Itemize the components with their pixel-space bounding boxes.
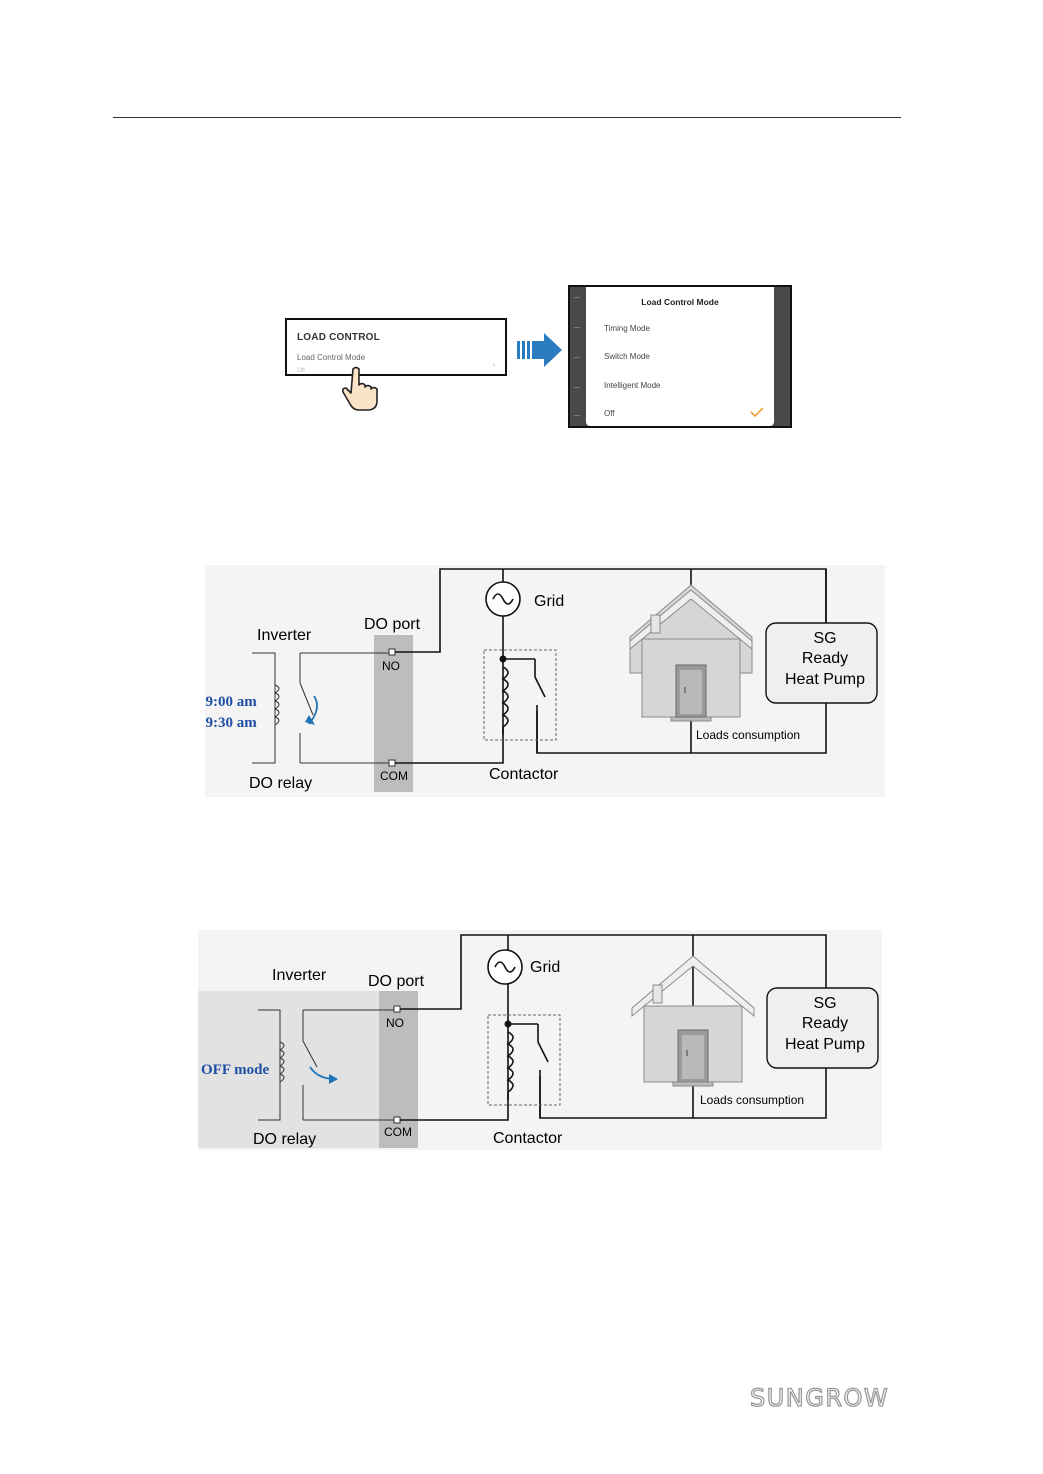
option-switch-mode[interactable]: Switch Mode — [604, 352, 650, 361]
contactor-box — [483, 649, 557, 741]
house-icon — [631, 955, 755, 1087]
heat-pump-line2: Ready — [802, 1015, 848, 1032]
option-off[interactable]: Off — [604, 409, 615, 418]
load-control-title: LOAD CONTROL — [297, 332, 380, 343]
off-mode-label: OFF mode — [201, 1062, 270, 1078]
com-terminal-label: COM — [384, 1125, 412, 1139]
do-relay-label: DO relay — [253, 1131, 316, 1148]
no-terminal-label: NO — [386, 1016, 404, 1030]
contactor-box — [487, 1014, 561, 1106]
do-port-label: DO port — [368, 973, 425, 990]
sungrow-logo: SUNGROW — [750, 1384, 889, 1412]
load-control-card: LOAD CONTROL Load Control Mode Off › — [285, 318, 507, 376]
contactor-label: Contactor — [493, 1130, 563, 1147]
option-timing-mode[interactable]: Timing Mode — [604, 324, 650, 333]
checkmark-icon — [750, 407, 764, 417]
header-rule — [113, 117, 901, 118]
inverter-label: Inverter — [272, 967, 327, 984]
contactor-label: Contactor — [489, 766, 559, 783]
brand-text: SUNGROW — [750, 1384, 889, 1412]
loads-label: Loads consumption — [696, 728, 800, 742]
inverter-shaded-area — [198, 991, 380, 1148]
loads-label: Loads consumption — [700, 1093, 804, 1107]
load-control-mode-value: Off — [297, 368, 305, 374]
pointing-hand-icon — [342, 366, 378, 411]
heat-pump-line3: Heat Pump — [785, 671, 865, 688]
heat-pump-line3: Heat Pump — [785, 1036, 865, 1053]
heat-pump-line1: SG — [813, 995, 836, 1012]
no-terminal-label: NO — [382, 659, 400, 673]
heat-pump-line2: Ready — [802, 650, 848, 667]
heat-pump-line1: SG — [813, 630, 836, 647]
house-icon — [629, 584, 753, 722]
dialog-title: Load Control Mode — [641, 297, 719, 307]
inverter-label: Inverter — [257, 627, 312, 644]
arrow-right-icon — [517, 333, 562, 367]
load-control-mode-panel: Load Control Mode Timing Mode Switch Mod… — [568, 285, 792, 428]
time-end-label: 09:30 am — [205, 715, 257, 731]
load-control-mode-dialog: Load Control Mode Timing Mode Switch Mod… — [586, 287, 774, 426]
load-control-mode-row[interactable]: Load Control Mode — [297, 353, 366, 362]
heat-pump-box — [766, 987, 879, 1069]
heat-pump-box — [765, 622, 878, 704]
grid-label: Grid — [530, 959, 560, 976]
com-terminal-label: COM — [380, 769, 408, 783]
option-intelligent-mode[interactable]: Intelligent Mode — [604, 381, 661, 390]
wiring-diagram-off-mode: Inverter DO port NO COM OFF mode DO rela… — [198, 930, 882, 1150]
do-port-label: DO port — [364, 616, 421, 633]
chevron-right-icon: › — [492, 360, 495, 369]
do-relay-label: DO relay — [249, 775, 312, 792]
wiring-diagram-timing: Inverter DO port NO COM 09:00 am 09:30 a… — [205, 565, 885, 797]
time-start-label: 09:00 am — [205, 694, 257, 710]
grid-label: Grid — [534, 593, 564, 610]
